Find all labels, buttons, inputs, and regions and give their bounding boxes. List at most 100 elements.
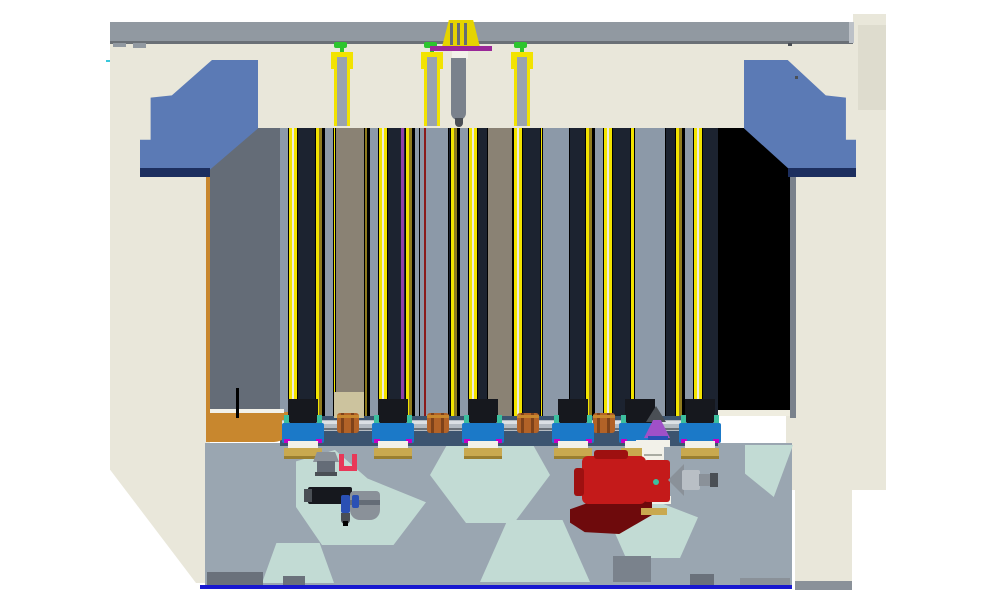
plate-stripe[interactable]	[630, 128, 631, 418]
plate-stripe[interactable]	[604, 128, 607, 418]
ceiling-beam[interactable]	[110, 22, 853, 43]
plate-stripe[interactable]	[699, 128, 702, 418]
hanger-rod[interactable]	[337, 57, 347, 126]
plate-stripe[interactable]	[472, 128, 474, 418]
plate-stripe[interactable]	[450, 128, 451, 418]
plate-stripe[interactable]	[514, 128, 517, 418]
plate-stripe[interactable]	[682, 128, 685, 418]
wide-column[interactable]	[543, 128, 569, 418]
plate-stripe[interactable]	[631, 128, 634, 418]
plate-stripe[interactable]	[613, 128, 630, 418]
support-block[interactable]	[679, 423, 721, 443]
plate-stripe[interactable]	[364, 128, 367, 418]
plate-stripe[interactable]	[367, 128, 370, 418]
plate-stripe[interactable]	[460, 128, 468, 418]
hanger-head[interactable]	[331, 52, 353, 57]
hanger-clamp[interactable]	[424, 42, 437, 48]
plate-stripe[interactable]	[316, 128, 319, 418]
plate-stripe[interactable]	[612, 128, 613, 418]
pump-shaft[interactable]	[682, 470, 700, 490]
plate-stripe[interactable]	[589, 128, 592, 418]
plate-stripe[interactable]	[685, 128, 693, 418]
header-elbow-left[interactable]	[206, 412, 290, 442]
base-pad[interactable]	[284, 448, 322, 458]
support-block[interactable]	[372, 423, 414, 443]
plate-stripe[interactable]	[609, 128, 612, 418]
plate-stripe[interactable]	[412, 128, 415, 418]
base-pad[interactable]	[464, 448, 502, 458]
plate-stripe[interactable]	[592, 128, 595, 418]
plate-stripe[interactable]	[319, 128, 322, 418]
plate-stripe[interactable]	[586, 128, 589, 418]
plate-stripe[interactable]	[469, 128, 472, 418]
plate-stripe[interactable]	[454, 128, 457, 418]
plate-stripe[interactable]	[280, 128, 288, 418]
plate-stripe[interactable]	[474, 128, 477, 418]
plate-stripe[interactable]	[540, 128, 541, 418]
plate-stripe[interactable]	[370, 128, 378, 418]
pipe-clamp[interactable]	[339, 454, 344, 469]
valve-bracket[interactable]	[313, 452, 339, 462]
wide-column[interactable]	[488, 128, 512, 418]
base-pad[interactable]	[681, 448, 719, 458]
wide-column[interactable]	[635, 128, 665, 418]
plate-stripe[interactable]	[523, 128, 540, 418]
pump-body[interactable]	[582, 456, 646, 504]
plate-stripe[interactable]	[703, 128, 718, 418]
plate-stripe[interactable]	[406, 128, 409, 418]
plate-stripe[interactable]	[409, 128, 412, 418]
plate-stripe[interactable]	[585, 128, 586, 418]
plate-stripe[interactable]	[378, 128, 379, 418]
plate-stripe[interactable]	[382, 128, 384, 418]
plate-stripe[interactable]	[702, 128, 703, 418]
plate-stripe[interactable]	[519, 128, 522, 418]
plate-stripe[interactable]	[513, 128, 514, 418]
plate-stripe[interactable]	[607, 128, 609, 418]
wide-column[interactable]	[336, 128, 364, 418]
hanger-rod[interactable]	[427, 57, 437, 126]
plate-stripe[interactable]	[451, 128, 454, 418]
plate-stripe[interactable]	[568, 128, 585, 418]
support-block[interactable]	[462, 423, 504, 443]
base-pad[interactable]	[554, 448, 592, 458]
plate-stripe[interactable]	[379, 128, 382, 418]
base-pad[interactable]	[374, 448, 412, 458]
plate-stripe[interactable]	[387, 128, 388, 418]
plate-stripe[interactable]	[595, 128, 603, 418]
plate-stripe[interactable]	[694, 128, 697, 418]
plate-stripe[interactable]	[325, 128, 333, 418]
hanger-clamp[interactable]	[514, 42, 527, 48]
support-block[interactable]	[282, 423, 324, 443]
support-block[interactable]	[552, 423, 594, 443]
plate-stripe[interactable]	[517, 128, 519, 418]
hv-bushing[interactable]	[442, 20, 480, 47]
plate-stripe[interactable]	[477, 128, 478, 418]
plate-stripe[interactable]	[468, 128, 469, 418]
plate-stripe[interactable]	[676, 128, 679, 418]
plate-stripe[interactable]	[522, 128, 523, 418]
plate-stripe[interactable]	[298, 128, 315, 418]
base-pad[interactable]	[621, 448, 659, 458]
plate-stripe[interactable]	[405, 128, 406, 418]
feed-cylinder[interactable]	[451, 58, 466, 120]
plate-stripe[interactable]	[384, 128, 387, 418]
plate-stripe[interactable]	[457, 128, 460, 418]
hanger-head[interactable]	[511, 52, 533, 57]
plate-stripe[interactable]	[289, 128, 292, 418]
end-wall-panel[interactable]	[210, 128, 280, 418]
plate-stripe[interactable]	[697, 128, 699, 418]
valve-ring[interactable]	[341, 495, 350, 513]
plate-stripe[interactable]	[322, 128, 325, 418]
plate-stripe[interactable]	[294, 128, 297, 418]
plate-stripe[interactable]	[603, 128, 604, 418]
plate-stripe[interactable]	[315, 128, 316, 418]
plate-stripe[interactable]	[333, 128, 334, 418]
hanger-head[interactable]	[421, 52, 443, 57]
plate-stripe[interactable]	[288, 128, 289, 418]
plate-stripe[interactable]	[679, 128, 682, 418]
hanger-clamp[interactable]	[334, 42, 347, 48]
plate-stripe[interactable]	[693, 128, 694, 418]
hanger-rod[interactable]	[517, 57, 527, 126]
plate-stripe[interactable]	[292, 128, 294, 418]
